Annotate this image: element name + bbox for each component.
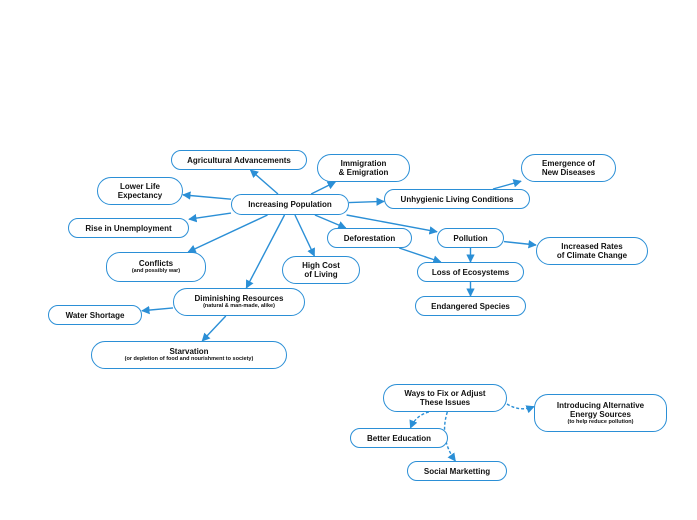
node-label: Endangered Species: [431, 301, 510, 311]
node-label: Increased Rates of Climate Change: [556, 242, 628, 260]
node-water-shortage[interactable]: Water Shortage: [48, 305, 142, 325]
connector-central-to-conflicts: [187, 214, 268, 253]
connector-fix-to-edu: [409, 411, 430, 429]
node-deforestation[interactable]: Deforestation: [327, 228, 412, 248]
node-label: Emergence of New Diseases: [541, 159, 596, 177]
node-label: Water Shortage: [65, 310, 125, 320]
node-label: Lower Life Expectancy: [117, 182, 163, 200]
node-sublabel: (or depletion of food and nourishment to…: [124, 356, 254, 362]
connector-central-to-unemp: [188, 212, 232, 223]
connector-unhyg-to-emerge: [492, 179, 522, 190]
node-label: Better Education: [366, 433, 431, 443]
node-label: Immigration & Emigration: [338, 159, 389, 177]
node-label: Pollution: [453, 233, 488, 243]
connector-central-to-unhyg: [348, 197, 385, 206]
node-sublabel: (and possibly war): [131, 268, 181, 274]
node-sublabel: (to help reduce pollution): [567, 418, 634, 425]
node-starvation[interactable]: Starvation(or depletion of food and nour…: [91, 341, 287, 369]
node-lower-life-expectancy[interactable]: Lower Life Expectancy: [97, 177, 183, 205]
node-increased-rates-of-climate-change[interactable]: Increased Rates of Climate Change: [536, 237, 648, 265]
connector-pollu-to-rates: [503, 240, 537, 249]
node-emergence-of-new-diseases[interactable]: Emergence of New Diseases: [521, 154, 616, 182]
connector-central-to-pollu: [346, 214, 438, 235]
connector-central-to-agri: [249, 169, 279, 195]
node-label: Ways to Fix or Adjust These Issues: [404, 389, 486, 407]
connector-central-to-cost: [294, 214, 316, 257]
node-label: Diminishing Resources: [194, 294, 284, 303]
node-label: High Cost of Living: [302, 261, 340, 279]
node-ways-to-fix-or-adjust[interactable]: Ways to Fix or Adjust These Issues: [383, 384, 507, 412]
connector-fix-to-energy: [506, 403, 535, 414]
node-better-education[interactable]: Better Education: [350, 428, 448, 448]
node-social-marketting[interactable]: Social Marketting: [407, 461, 507, 481]
connector-central-to-dimin: [245, 214, 286, 289]
node-label: Conflicts: [138, 259, 174, 268]
node-loss-of-ecosystems[interactable]: Loss of Ecosystems: [417, 262, 524, 282]
node-alternative-energy-sources[interactable]: Introducing Alternative Energy Sources(t…: [534, 394, 667, 432]
node-immigration-emigration[interactable]: Immigration & Emigration: [317, 154, 410, 182]
node-label: Introducing Alternative Energy Sources: [556, 400, 645, 419]
node-unhygienic-living-conditions[interactable]: Unhygienic Living Conditions: [384, 189, 530, 209]
node-agricultural-advancements[interactable]: Agricultural Advancements: [171, 150, 307, 170]
node-rise-in-unemployment[interactable]: Rise in Unemployment: [68, 218, 189, 238]
node-label: Unhygienic Living Conditions: [400, 194, 514, 204]
connector-central-to-lifeexp: [182, 191, 232, 200]
connector-dimin-to-starv: [201, 315, 227, 342]
node-label: Loss of Ecosystems: [431, 267, 510, 277]
node-conflicts[interactable]: Conflicts(and possibly war): [106, 252, 206, 282]
node-label: Starvation: [169, 347, 209, 356]
node-label: Social Marketting: [423, 466, 491, 476]
node-high-cost-of-living[interactable]: High Cost of Living: [282, 256, 360, 284]
node-label: Rise in Unemployment: [85, 223, 172, 233]
connector-dimin-to-water: [141, 305, 174, 315]
node-label: Increasing Population: [248, 200, 332, 209]
node-increasing-population[interactable]: Increasing Population: [231, 194, 349, 215]
node-pollution[interactable]: Pollution: [437, 228, 504, 248]
connector-central-to-immig: [310, 181, 337, 195]
node-label: Agricultural Advancements: [187, 155, 291, 165]
node-label: Deforestation: [343, 233, 396, 243]
node-sublabel: (natural & man-made, alike): [203, 303, 275, 309]
node-endangered-species[interactable]: Endangered Species: [415, 296, 526, 316]
connector-defor-to-ecos: [398, 247, 442, 264]
node-diminishing-resources[interactable]: Diminishing Resources(natural & man-made…: [173, 288, 305, 316]
connector-central-to-defor: [314, 214, 347, 229]
